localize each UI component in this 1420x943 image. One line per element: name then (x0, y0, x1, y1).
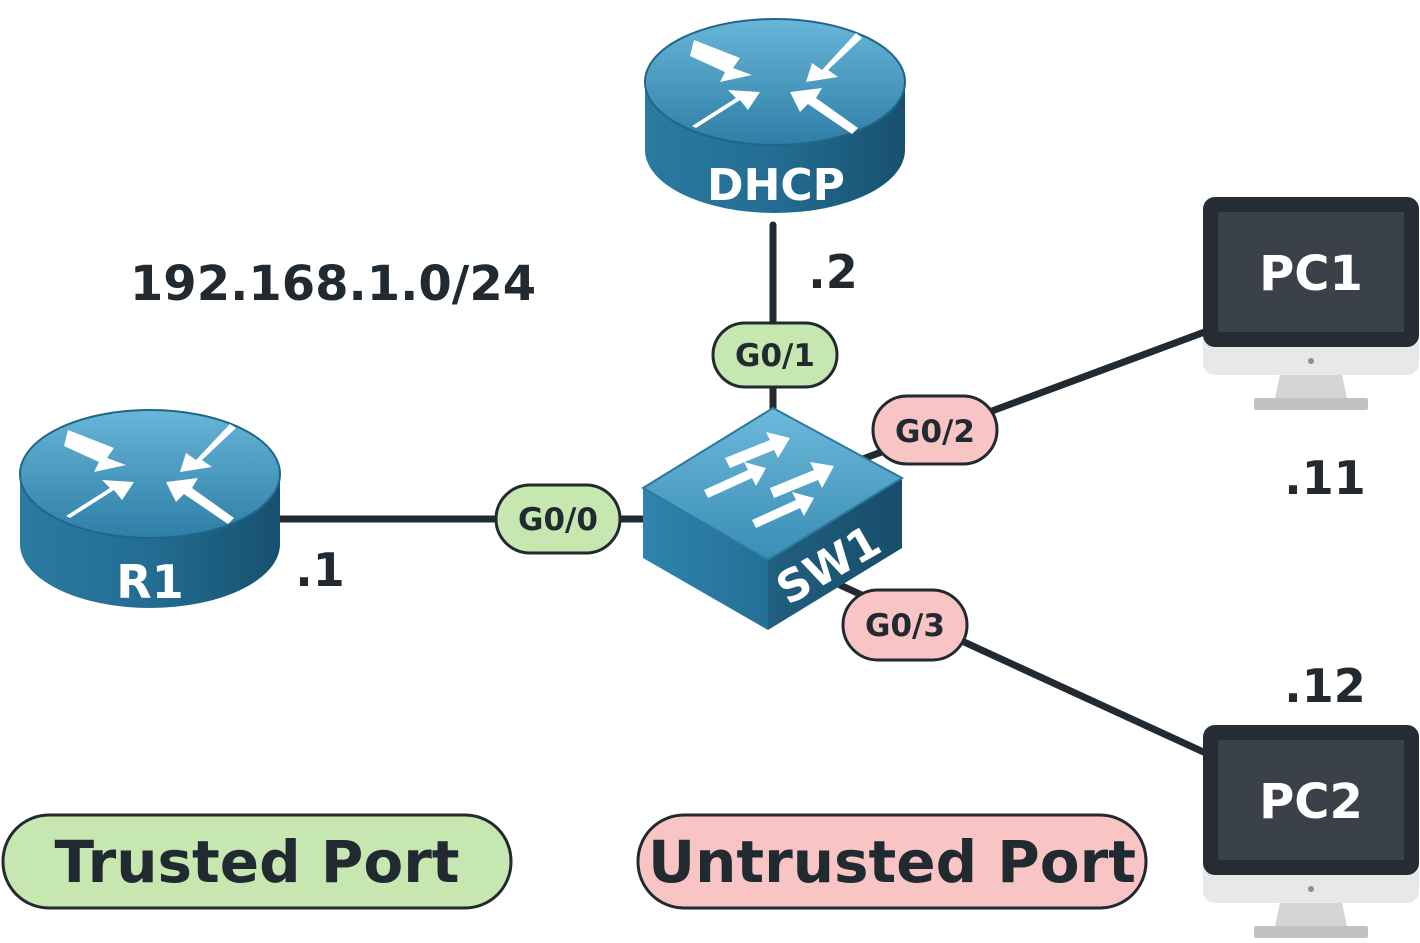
router-arrows-icon (64, 424, 236, 524)
port-g0-0-label: G0/0 (518, 502, 598, 538)
r1-ip-label: .1 (295, 543, 344, 597)
port-g0-3[interactable]: G0/3 (841, 588, 969, 662)
port-g0-1-label: G0/1 (735, 338, 815, 374)
pc2-label: PC2 (1259, 774, 1363, 830)
pc1-computer[interactable]: PC1 (1203, 197, 1419, 410)
pc2-ip-label: .12 (1284, 659, 1366, 713)
legend-untrusted-label: Untrusted Port (648, 828, 1136, 896)
switch-arrows-icon (704, 432, 834, 528)
legend-untrusted-port: Untrusted Port (636, 813, 1148, 910)
port-g0-3-label: G0/3 (865, 608, 945, 644)
router-arrows-icon (690, 33, 862, 134)
sw1-switch[interactable]: SW1 (641, 406, 905, 630)
port-g0-2-label: G0/2 (895, 414, 975, 450)
legend-trusted-port: Trusted Port (1, 813, 513, 910)
port-g0-2[interactable]: G0/2 (871, 394, 999, 466)
r1-label: R1 (116, 555, 183, 609)
legend-trusted-label: Trusted Port (54, 828, 459, 896)
pc1-ip-label: .11 (1284, 451, 1366, 505)
pc2-computer[interactable]: PC2 (1203, 725, 1419, 938)
dhcp-ip-label: .2 (808, 245, 857, 299)
pc1-label: PC1 (1259, 246, 1363, 302)
port-g0-0[interactable]: G0/0 (494, 483, 622, 555)
port-g0-1[interactable]: G0/1 (711, 321, 839, 389)
dhcp-router[interactable]: DHCP (644, 18, 906, 213)
network-label: 192.168.1.0/24 (130, 256, 536, 312)
dhcp-label: DHCP (707, 160, 845, 211)
r1-router[interactable]: R1 (19, 409, 281, 609)
